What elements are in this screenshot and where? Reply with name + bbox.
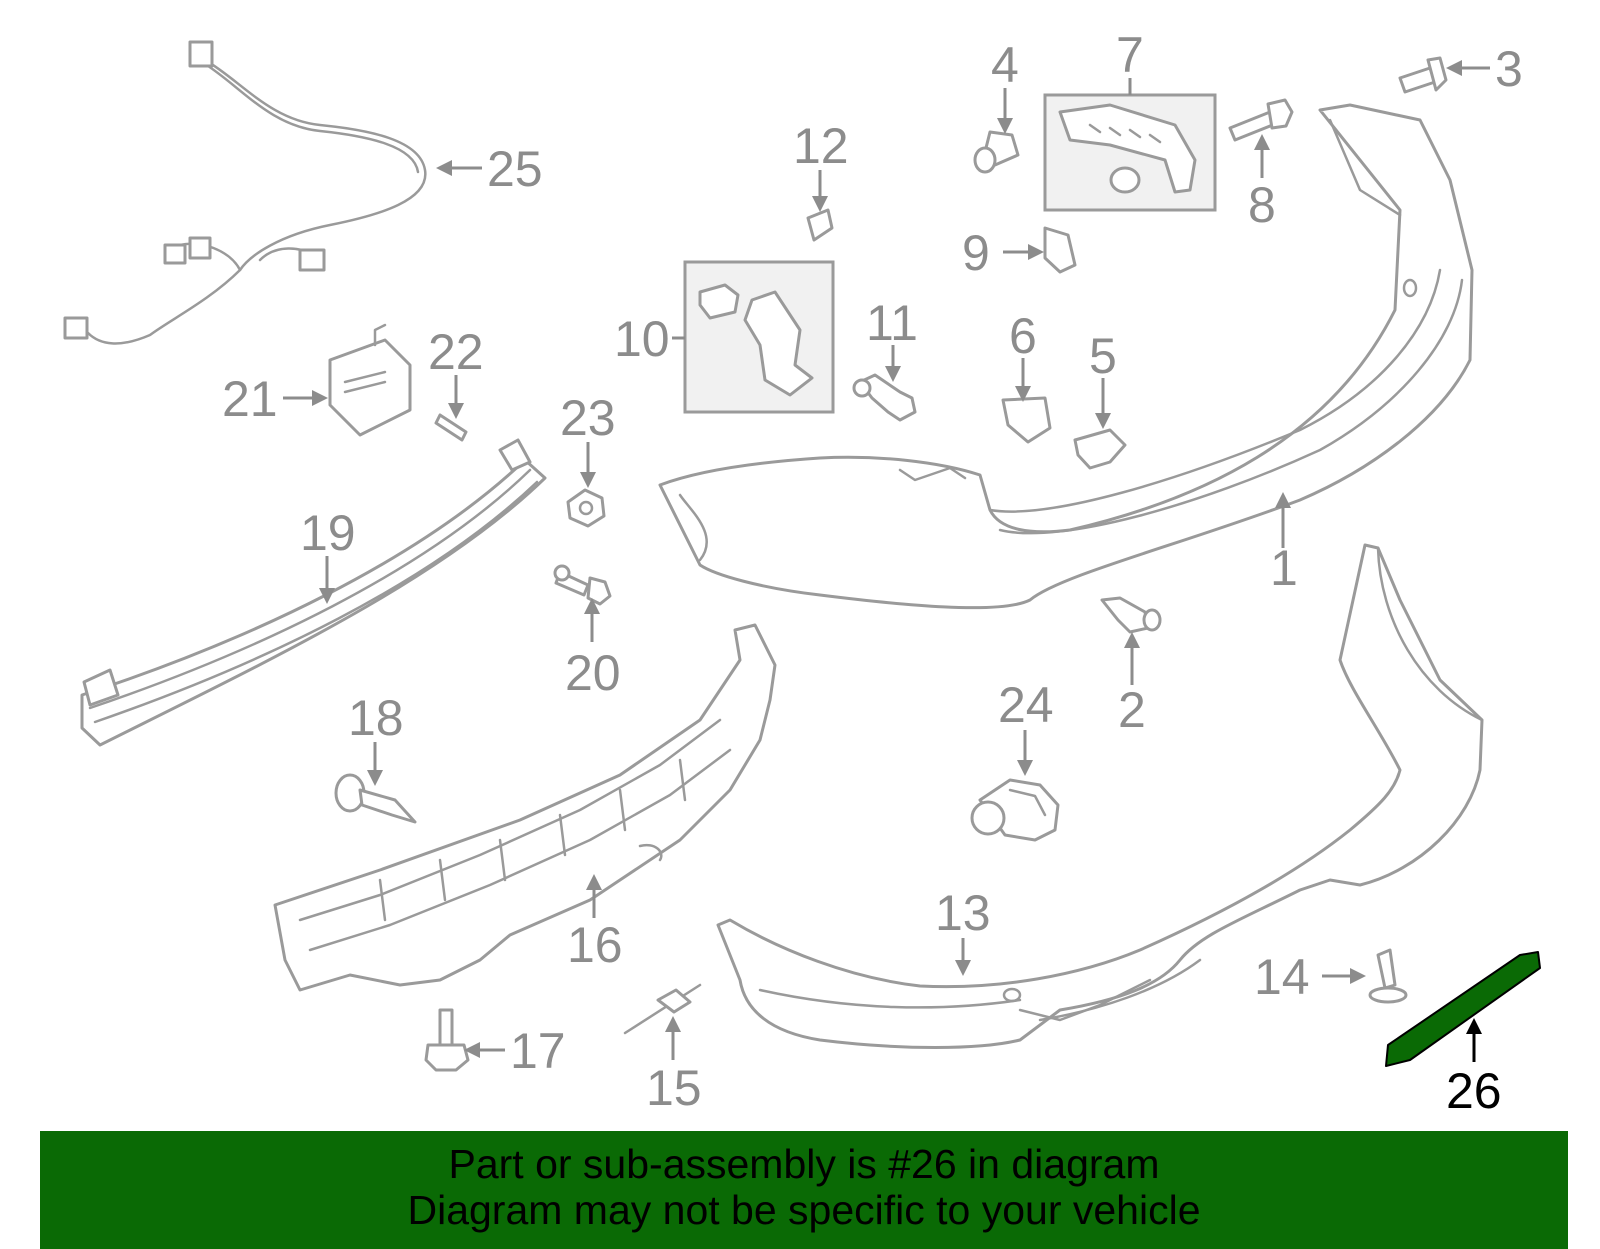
part-6-retainer[interactable] xyxy=(1001,396,1052,444)
callout-6: 6 xyxy=(1009,308,1037,364)
callout-11: 11 xyxy=(866,295,918,351)
part-1-bumper-cover[interactable] xyxy=(658,103,1474,610)
callout-15: 15 xyxy=(646,1060,702,1116)
part-10-bracket-kit[interactable] xyxy=(683,260,835,414)
callout-18: 18 xyxy=(348,690,404,746)
callout-5: 5 xyxy=(1089,328,1117,384)
part-2-push-pin[interactable] xyxy=(1100,596,1162,634)
callout-3: 3 xyxy=(1495,41,1523,97)
banner-line-2: Diagram may not be specific to your vehi… xyxy=(407,1187,1201,1233)
part-12-clip[interactable] xyxy=(806,208,834,242)
part-14-screw[interactable] xyxy=(1368,948,1408,1004)
callout-2: 2 xyxy=(1118,682,1146,738)
callout-labels: 1 2 3 4 5 6 7 8 9 10 11 12 13 14 15 16 1… xyxy=(222,27,1523,1119)
callout-26: 26 xyxy=(1446,1063,1502,1119)
part-7-bracket-assembly[interactable] xyxy=(1043,93,1217,212)
callout-1: 1 xyxy=(1270,540,1298,596)
part-17-bolt[interactable] xyxy=(424,1008,470,1072)
part-16-energy-absorber[interactable] xyxy=(273,623,777,992)
callout-22: 22 xyxy=(428,324,484,380)
callout-12: 12 xyxy=(793,118,849,174)
part-11-bolt[interactable] xyxy=(852,373,917,422)
callout-25: 25 xyxy=(487,141,543,197)
part-18-push-clip[interactable] xyxy=(334,773,417,824)
leader-lines xyxy=(283,60,1490,1062)
part-24-parking-sensor[interactable] xyxy=(970,778,1060,842)
callout-20: 20 xyxy=(565,645,621,701)
banner-line-1: Part or sub-assembly is #26 in diagram xyxy=(448,1141,1160,1187)
part-4-push-pin[interactable] xyxy=(973,130,1020,174)
callout-10: 10 xyxy=(614,311,670,367)
part-13-lower-valance[interactable] xyxy=(716,543,1484,1049)
callout-24: 24 xyxy=(998,677,1054,733)
callout-19: 19 xyxy=(300,505,356,561)
callout-13: 13 xyxy=(935,885,991,941)
part-20-bolt[interactable] xyxy=(553,564,612,606)
part-26-highlighted-trim[interactable] xyxy=(1385,951,1541,1067)
part-22-pin[interactable] xyxy=(434,413,468,442)
part-3-screw[interactable] xyxy=(1398,56,1448,94)
part-15-push-pin[interactable] xyxy=(623,983,702,1035)
part-5-clip[interactable] xyxy=(1073,428,1127,470)
callout-23: 23 xyxy=(560,390,616,446)
callout-8: 8 xyxy=(1248,177,1276,233)
part-19-reinforcement-bar[interactable] xyxy=(80,438,547,747)
part-25-wiring-harness[interactable] xyxy=(63,40,427,345)
part-23-nut[interactable] xyxy=(566,488,606,528)
callout-17: 17 xyxy=(510,1023,566,1079)
callout-9: 9 xyxy=(962,225,990,281)
part-9-clip[interactable] xyxy=(1043,226,1077,274)
part-21-bracket[interactable] xyxy=(328,323,412,437)
callout-16: 16 xyxy=(567,917,623,973)
info-banner: Part or sub-assembly is #26 in diagram D… xyxy=(40,1131,1568,1249)
callout-7: 7 xyxy=(1116,27,1144,83)
part-8-bolt[interactable] xyxy=(1228,98,1294,142)
callout-4: 4 xyxy=(991,37,1019,93)
callout-14: 14 xyxy=(1254,949,1310,1005)
callout-21: 21 xyxy=(222,371,278,427)
